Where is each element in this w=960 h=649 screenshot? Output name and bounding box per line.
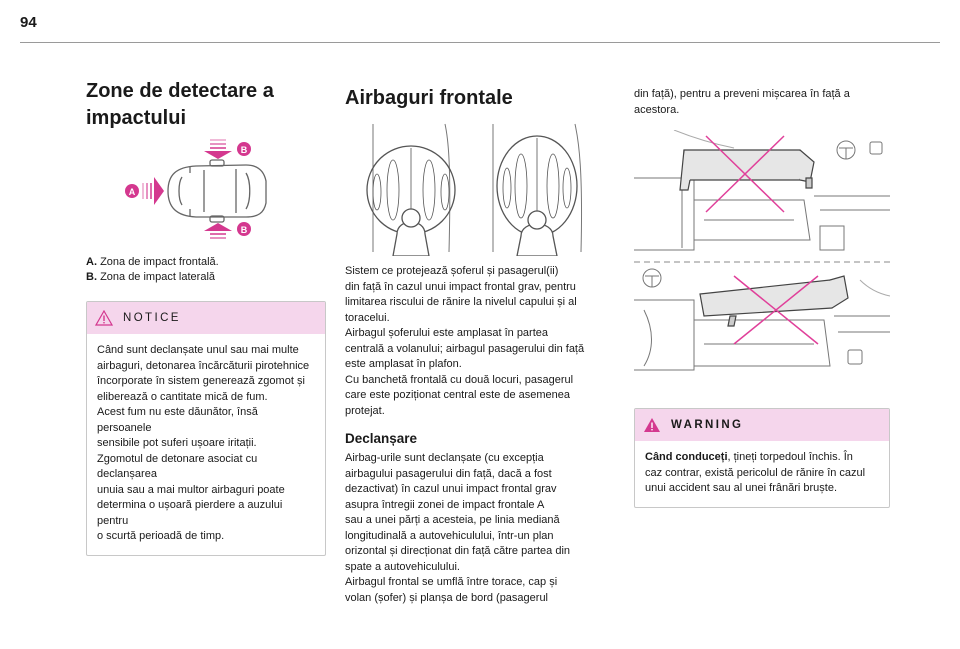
text-line: sau a unei părți a acesteia, pe linia me…: [345, 514, 560, 526]
text-line: Airbagul șoferului este amplasat în part…: [345, 327, 549, 339]
open-glovebox-illustration: [634, 130, 890, 251]
warning-lead: Când conduceți: [645, 451, 728, 463]
header-rule: [20, 42, 940, 43]
impact-zones-figure: B B A: [125, 139, 267, 239]
text-line: toracelui.: [345, 311, 390, 324]
notice-title: NOTICE: [123, 312, 181, 324]
text-line: Airbagul frontal se umflă între torace, …: [345, 576, 558, 588]
warning-triangle-icon: [644, 418, 660, 432]
label-a-marker: A: [125, 184, 139, 198]
legend-item: A. Zona de impact frontală.: [86, 256, 219, 268]
text-line: protejat.: [345, 404, 385, 417]
cross-out-upper-icon: [705, 135, 785, 213]
svg-text:B: B: [241, 225, 248, 235]
side-impact-arrow-top-icon: [204, 139, 232, 159]
text-line: Cu banchetă frontală cu două locuri, pas…: [345, 373, 574, 386]
front-airbags-title: Airbaguri frontale: [345, 87, 513, 109]
caution-outline-icon: [95, 310, 113, 326]
warning-line: caz contrar, există pericolul de rănire …: [645, 466, 866, 479]
closed-glovebox-illustration: [634, 268, 890, 371]
trigger-subtitle: Declanșare: [345, 431, 418, 446]
svg-text:A: A: [129, 187, 136, 197]
driver-airbag-icon: [366, 145, 456, 256]
impact-zones-title: Zone de detectare a impactului: [86, 80, 274, 129]
passenger-airbag-icon: [496, 135, 578, 256]
text-line: Airbag-urile sunt declanșate (cu excepți…: [345, 452, 544, 464]
column-impact-zones: Zone de detectare a impactului: [86, 78, 326, 556]
warning-box: WARNING Când conduceți, țineți torpedoul…: [634, 408, 890, 508]
warning-line: Când conduceți, țineți torpedoul închis.…: [645, 451, 853, 463]
page-number: 94: [20, 14, 37, 31]
notice-line: Zgomotul de detonare asociat cu declanșa…: [97, 452, 258, 481]
text-line: spate a autovehiculului.: [345, 560, 460, 573]
warning-header: WARNING: [635, 409, 889, 441]
trigger-text: Airbag-urile sunt declanșate (cu excepți…: [345, 451, 617, 606]
front-airbags-intro: Sistem ce protejează șoferul și pasageru…: [345, 264, 617, 419]
side-impact-arrow-bottom-icon: [204, 223, 232, 239]
notice-header: NOTICE: [87, 302, 325, 334]
seat-outline-right: [492, 123, 583, 253]
warning-line: unui accident sau al unei frânări bruște…: [645, 482, 838, 494]
text-line: care este poziționat central este de ase…: [345, 389, 571, 401]
text-line: acestora.: [634, 103, 680, 116]
label-b-top-marker: B: [237, 142, 251, 156]
notice-body: Când sunt declanșate unul sau mai multe …: [87, 334, 325, 555]
glovebox-figure: [634, 130, 890, 371]
text-line: este amplasat în plafon.: [345, 358, 462, 370]
notice-line: determina o ușoară pierdere a auzului pe…: [97, 499, 283, 527]
notice-line: o scurtă perioadă de timp.: [97, 530, 225, 542]
label-b-bottom-marker: B: [237, 222, 251, 236]
notice-line: Acest fum nu este dăunător, însă persoan…: [97, 406, 258, 434]
text-line: din față în cazul unui impact frontal gr…: [345, 280, 576, 293]
notice-box: NOTICE Când sunt declanșate unul sau mai…: [86, 301, 326, 556]
continued-text: din față), pentru a preveni mișcarea în …: [634, 87, 890, 118]
text-line: limitarea riscului de rănire la nivelul …: [345, 296, 577, 308]
notice-line: unuia sau a mai multor airbaguri poate: [97, 483, 285, 496]
column-front-airbags: Airbaguri frontale Sistem ce: [345, 78, 617, 606]
column-continued: din față), pentru a preveni mișcarea în …: [634, 78, 890, 508]
text-line: orizontal și direcționat din față către …: [345, 545, 571, 557]
notice-line: Când sunt declanșate unul sau mai multe: [97, 344, 299, 356]
front-airbags-figure: [366, 123, 583, 256]
text-line: Sistem ce protejează șoferul și pasageru…: [345, 265, 559, 277]
svg-text:B: B: [241, 145, 248, 155]
text-line: din față), pentru a preveni mișcarea în …: [634, 88, 850, 100]
car-top-view-icon: [167, 159, 267, 223]
text-line: dezactivat) în cazul unui impact frontal…: [345, 483, 557, 495]
warning-body: Când conduceți, țineți torpedoul închis.…: [635, 441, 889, 507]
notice-line: airbaguri, detonarea încărcăturii pirote…: [97, 359, 310, 372]
front-impact-arrow-icon: [142, 177, 164, 205]
glovebox-lid-lower-icon: [699, 275, 849, 327]
text-line: asupra întregii zonei de impact frontale…: [345, 498, 545, 511]
text-line: longitudinală a autovehiculului, într-un…: [345, 529, 554, 542]
glovebox-lid-upper-icon: [679, 149, 815, 191]
cross-out-lower-icon: [733, 275, 819, 345]
text-line: centrală a volanului; airbagul pasagerul…: [345, 342, 585, 355]
notice-line: încorporate în sistem generează zgomot ș…: [97, 375, 305, 387]
notice-line: eliberează o cantitate mică de fum.: [97, 390, 268, 403]
legend-item: B. Zona de impact laterală: [86, 271, 216, 283]
impact-zones-legend: A. Zona de impact frontală. B. Zona de i…: [86, 255, 326, 285]
text-line: airbagului pasagerului din față, dacă a …: [345, 467, 552, 480]
notice-line: sensibile pot suferi ușoare iritații.: [97, 437, 257, 449]
text-line: volan (șofer) și planșa de bord (pasager…: [345, 591, 549, 604]
warning-title: WARNING: [671, 419, 744, 431]
